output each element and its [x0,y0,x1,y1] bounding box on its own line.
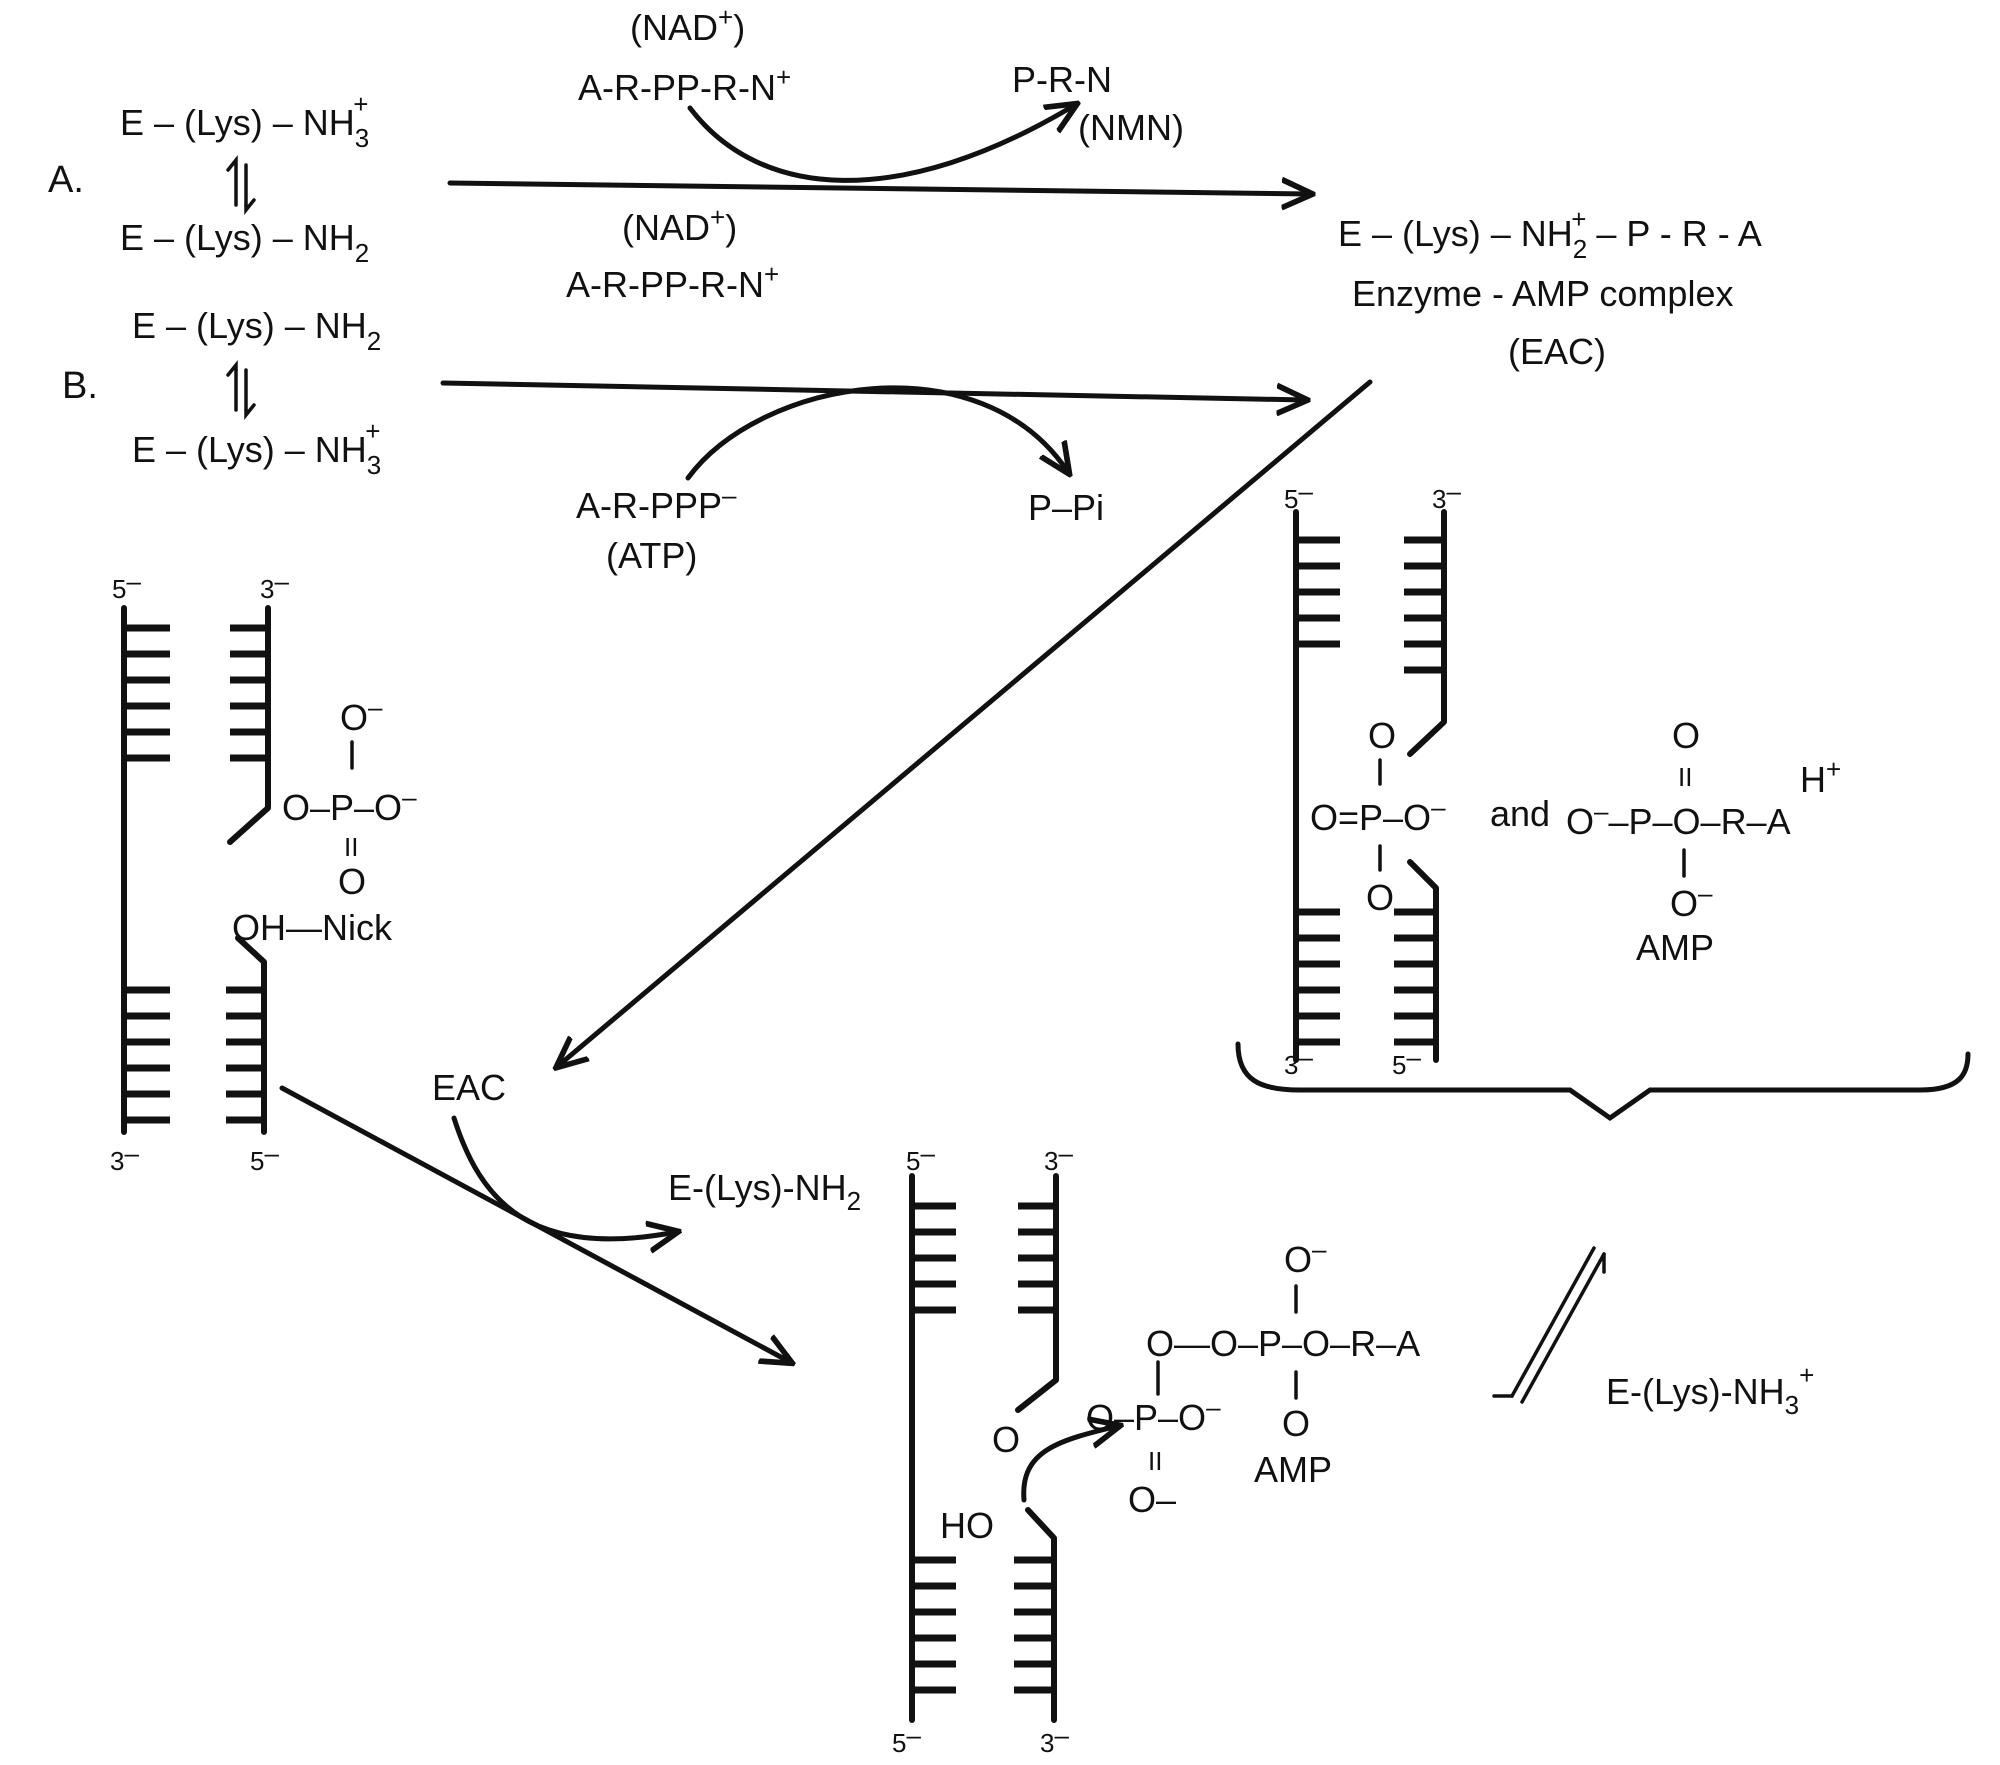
ligated-product: 5– 3– [1235,476,1971,1122]
nicked-dna: 5– 3– [110,566,417,1176]
nicked-3-top: 3– [260,566,289,604]
ppi-label: P–Pi [1028,487,1104,528]
adenyl-right-teeth-top [1018,1202,1056,1314]
nicked-left-teeth-bottom [124,986,170,1124]
enzyme-amp-complex: E – (Lys) – NH2+ – P - R - A Enzyme - AM… [1338,204,1762,372]
nicked-5-bottom: 5– [250,1138,279,1176]
pathway-a: A. E – (Lys) – NH3+ E – (Lys) – NH2 (NAD… [48,2,1310,305]
ligated-right-strand-bottom [1407,859,1439,1063]
adenyl-o-left: O [992,1419,1020,1460]
adenyl-amp-label: AMP [1254,1449,1332,1490]
adenyl-enzyme-protonated: E-(Lys)-NH3+ [1606,1360,1814,1420]
adenyl-5-top: 5– [906,1138,935,1176]
nad-formula-top: A-R-PP-R-N+ [578,62,791,108]
adenyl-right-strand-bottom [1025,1507,1057,1723]
ligated-phosphodiester: O=P–O– [1310,792,1446,838]
ligated-3-bottom: 3– [1284,1042,1313,1080]
arrow-eac-to-adenylation [558,379,1373,1066]
atp-label: (ATP) [606,535,697,576]
curved-arrow-nad-to-nmn [687,105,1075,183]
pathway-b: B. E – (Lys) – NH2 E – (Lys) – NH3+ A-R-… [62,305,1305,576]
enzyme-lys-nh3-a: E – (Lys) – NH3+ [120,89,369,153]
adenylation-step: EAC E-(Lys)-NH2 5– 3– [279,1067,1814,1758]
ligated-right-strand-top [1407,509,1447,757]
ligated-left-teeth-bottom [1296,908,1340,1046]
nad-label-top: (NAD+) [630,2,745,48]
nicked-5-top: 5– [112,566,141,604]
adenyl-ho: HO [940,1505,994,1546]
ligated-3-top: 3– [1432,476,1461,514]
nick-oh: OH—Nick [232,907,393,948]
complex-abbrev: (EAC) [1508,331,1606,372]
adenyl-phosphate-row: O–P–O– [1086,1392,1221,1438]
adenyl-3-bottom: 3– [1040,1720,1069,1758]
adenyl-right-teeth-bottom [1014,1556,1054,1694]
equilibrium-arrow-a [226,155,256,215]
amp-proton: H+ [1800,754,1841,800]
curved-arrow-eac-release [451,1115,676,1239]
atp-formula: A-R-PPP– [576,480,737,526]
product-brace [1235,1041,1971,1122]
pathway-b-label: B. [62,365,98,407]
adenyl-3-top: 3– [1044,1138,1073,1176]
ligated-o-top: O [1368,715,1396,756]
equilibrium-arrow-adenyl [1492,1246,1606,1404]
nicked-right-strand-top [227,605,271,845]
adenyl-amp-o-top: O– [1284,1234,1327,1280]
ligated-5-top: 5– [1284,476,1313,514]
nicked-phosphate-o-bottom: O [338,861,366,902]
amp-phosphate-row: O––P–O–R–A [1566,796,1791,842]
amp-o-bottom: O– [1670,878,1713,924]
ligated-left-teeth-top [1296,536,1340,648]
nicked-right-teeth-top [230,624,268,762]
enzyme-lys-nh2-b: E – (Lys) – NH2 [132,305,381,356]
nicked-right-teeth-bottom [226,986,264,1124]
adenyl-amp-chain: O—O–P–O–R–A [1146,1323,1420,1364]
nicked-phosphate-row: O–P–O– [282,782,417,828]
equilibrium-arrow-b [226,360,256,420]
adenyl-right-strand-top [1015,1173,1059,1413]
amp-label: AMP [1636,927,1714,968]
ligated-right-teeth-bottom [1394,908,1436,1046]
enzyme-lys-nh2-a: E – (Lys) – NH2 [120,217,369,268]
nicked-phosphate-o-top: O– [340,692,383,738]
adenyl-left-teeth-top [912,1202,956,1314]
ligated-right-teeth-top [1404,536,1444,674]
nad-formula-bottom: A-R-PP-R-N+ [566,259,779,305]
ligated-o-bottom: O [1366,877,1394,918]
released-enzyme: E-(Lys)-NH2 [668,1167,861,1216]
nicked-3-bottom: 3– [110,1138,139,1176]
reaction-arrow-b [440,380,1305,400]
adenyl-phosphate-double: II [1148,1446,1162,1476]
nicked-right-strand-bottom [235,935,267,1135]
ligated-5-bottom: 5– [1392,1042,1421,1080]
amp-double-bond: II [1678,762,1692,792]
adenyl-5-bottom: 5– [892,1720,921,1758]
nmn-label: (NMN) [1078,107,1184,148]
nicked-phosphate-double: II [344,832,358,862]
adenyl-left-teeth-bottom [912,1556,956,1694]
pathway-a-label: A. [48,159,84,201]
adenyl-amp-o-bottom: O [1282,1403,1310,1444]
eac-label: EAC [432,1067,506,1108]
nicked-left-teeth-top [124,624,170,762]
complex-formula: E – (Lys) – NH2+ – P - R - A [1338,204,1762,264]
enzyme-lys-nh3-b: E – (Lys) – NH3+ [132,416,381,480]
and-label: and [1490,793,1550,834]
nad-label-bottom: (NAD+) [622,202,737,248]
nmn-formula: P-R-N [1012,59,1112,100]
amp-o-top: O [1672,715,1700,756]
adenyl-phosphate-o-bottom: O– [1128,1479,1176,1520]
complex-name: Enzyme - AMP complex [1352,273,1733,314]
reaction-arrow-a [447,183,1310,194]
curved-arrow-atp-to-ppi [685,385,1068,481]
curved-arrow-nucleophilic-attack [1021,1426,1118,1503]
